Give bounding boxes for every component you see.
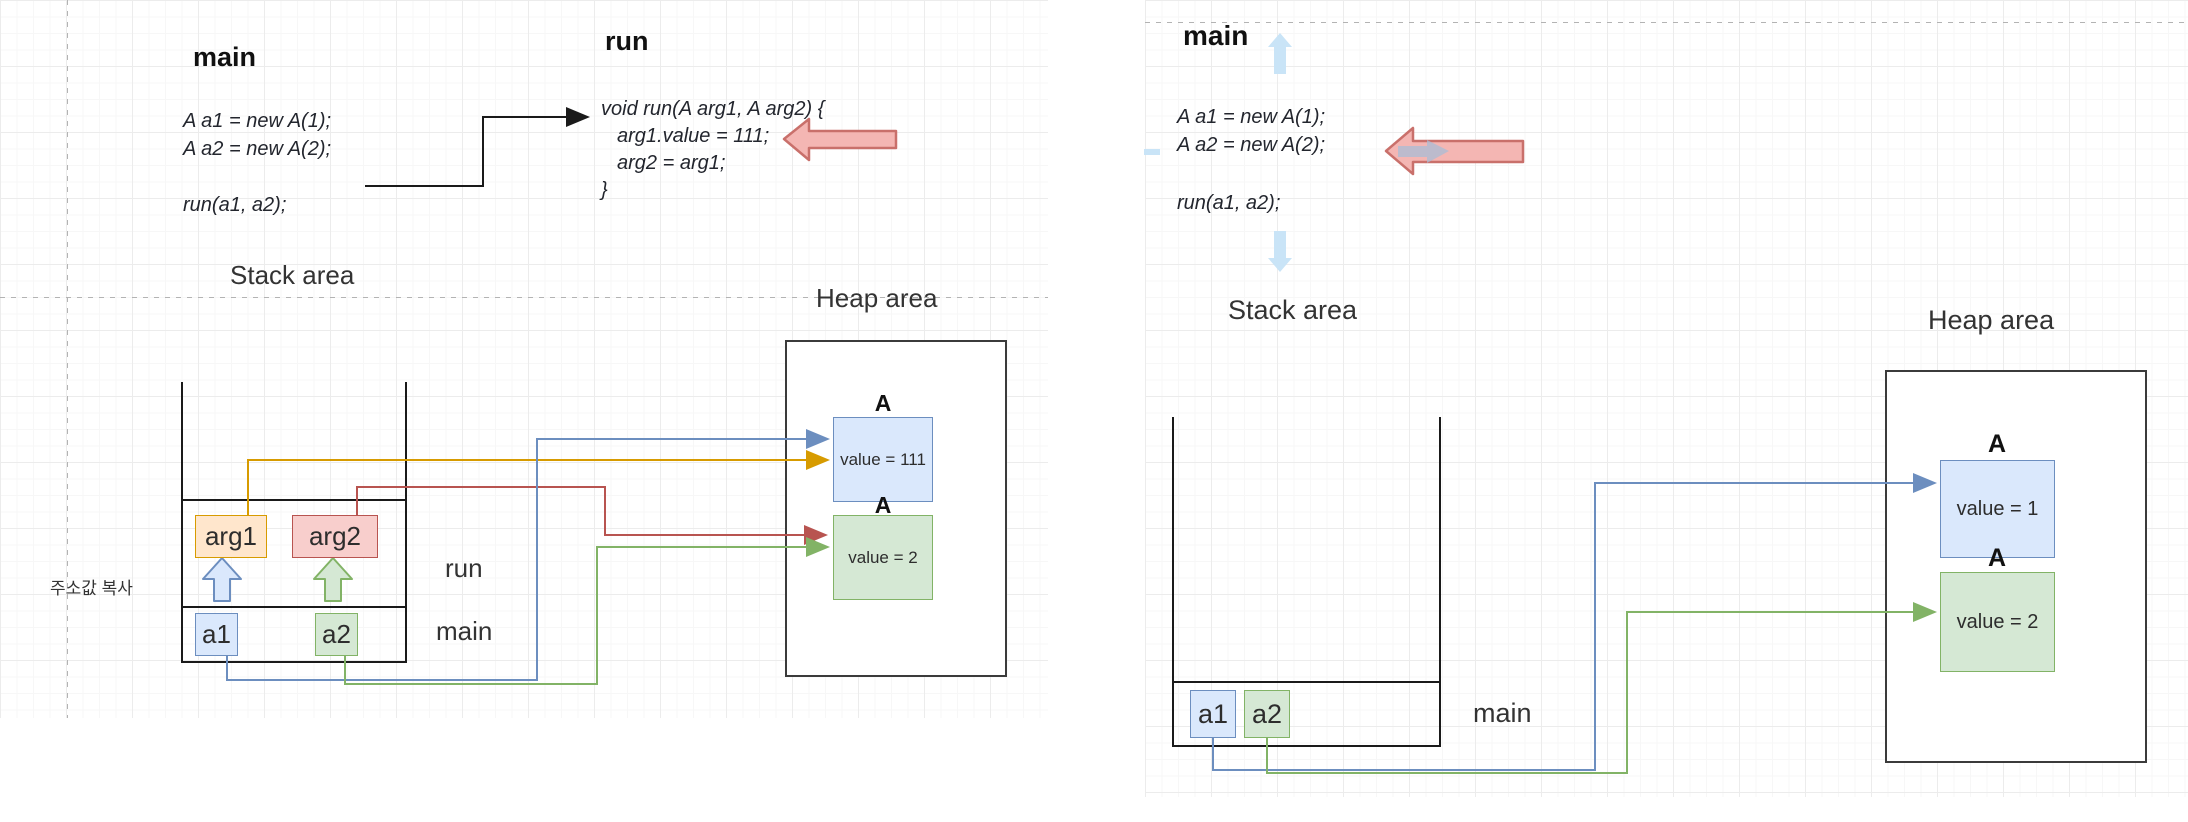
left-stack-container bbox=[181, 382, 407, 663]
right-heap-rect bbox=[1885, 370, 2147, 763]
left-heap-obj2-value: value = 2 bbox=[848, 547, 918, 567]
left-heap-obj1-class-label: A bbox=[874, 390, 892, 416]
right-heap-area-label: Heap area bbox=[1928, 305, 2055, 335]
left-stack-area-label: Stack area bbox=[230, 260, 355, 290]
step-up-arrow bbox=[1268, 33, 1292, 74]
run-heading: run bbox=[605, 26, 649, 56]
arg2-var-box: arg2 bbox=[292, 515, 378, 558]
right-a1-to-heap-connector bbox=[1212, 473, 1937, 771]
right-heap-obj1-class-label: A bbox=[1987, 430, 2007, 458]
step-down-arrow bbox=[1268, 231, 1292, 272]
left-heap-obj2-class-label: A bbox=[874, 492, 892, 518]
left-main-frame-label: main bbox=[436, 616, 493, 646]
left-heap-rect bbox=[785, 340, 1007, 677]
right-code-line-3: run(a1, a2); bbox=[1177, 192, 1281, 214]
copy-note-label: 주소값 복사 bbox=[50, 579, 133, 598]
arg2-to-heap-connector bbox=[356, 486, 828, 545]
left-code-line-3: run(a1, a2); bbox=[183, 194, 287, 216]
right-main-frame-label: main bbox=[1473, 698, 1532, 728]
right-page-boundary-horizontal bbox=[1145, 22, 2188, 23]
right-main-heading: main bbox=[1183, 20, 1249, 51]
copy-up-arrow-blue bbox=[202, 557, 242, 602]
right-heap-obj2-value: value = 2 bbox=[1956, 610, 2039, 633]
right-heap-obj2-box: value = 2 bbox=[1940, 572, 2055, 672]
run-code-line-2: arg1.value = 111; bbox=[617, 125, 770, 147]
a2-to-heap-connector bbox=[344, 537, 830, 685]
arg1-to-heap-connector bbox=[247, 450, 830, 515]
left-a2-var-box: a2 bbox=[315, 613, 358, 656]
left-heap-area-label: Heap area bbox=[816, 283, 938, 313]
right-code-line-2: A a2 = new A(2); bbox=[1177, 134, 1326, 156]
left-code-line-2: A a2 = new A(2); bbox=[183, 138, 332, 160]
left-highlight-arrow bbox=[782, 117, 898, 162]
call-connector-arrow bbox=[365, 107, 590, 187]
right-ghost-arrow bbox=[1398, 140, 1449, 163]
left-page-boundary-horizontal bbox=[0, 297, 1048, 298]
run-code-line-3: arg2 = arg1; bbox=[617, 152, 726, 174]
right-heap-obj1-box: value = 1 bbox=[1940, 460, 2055, 558]
copy-up-arrow-green bbox=[313, 557, 353, 602]
right-stack-container bbox=[1172, 417, 1441, 747]
left-heap-obj1-box: value = 111 bbox=[833, 417, 933, 502]
right-heap-obj2-class-label: A bbox=[1987, 544, 2007, 572]
left-page-boundary-vertical bbox=[67, 0, 68, 718]
right-a1-var-box: a1 bbox=[1190, 690, 1236, 738]
right-heap-obj1-value: value = 1 bbox=[1956, 497, 2039, 520]
left-run-frame-label: run bbox=[445, 553, 483, 583]
right-a2-var-box: a2 bbox=[1244, 690, 1290, 738]
arg1-var-box: arg1 bbox=[195, 515, 267, 558]
run-code-line-1: void run(A arg1, A arg2) { bbox=[601, 98, 825, 120]
left-a1-var-box: a1 bbox=[195, 613, 238, 656]
left-heap-obj1-value: value = 111 bbox=[840, 449, 926, 469]
step-left-tick bbox=[1144, 149, 1160, 155]
run-code-line-4: } bbox=[601, 179, 608, 201]
left-main-heading: main bbox=[193, 42, 257, 72]
a1-to-heap-connector bbox=[226, 429, 830, 681]
left-heap-obj2-box: value = 2 bbox=[833, 515, 933, 600]
right-stack-area-label: Stack area bbox=[1228, 295, 1358, 325]
right-highlight-arrow bbox=[1384, 126, 1525, 176]
right-a2-to-heap-connector bbox=[1266, 602, 1937, 774]
left-code-line-1: A a1 = new A(1); bbox=[183, 110, 332, 132]
right-code-line-1: A a1 = new A(1); bbox=[1177, 106, 1326, 128]
